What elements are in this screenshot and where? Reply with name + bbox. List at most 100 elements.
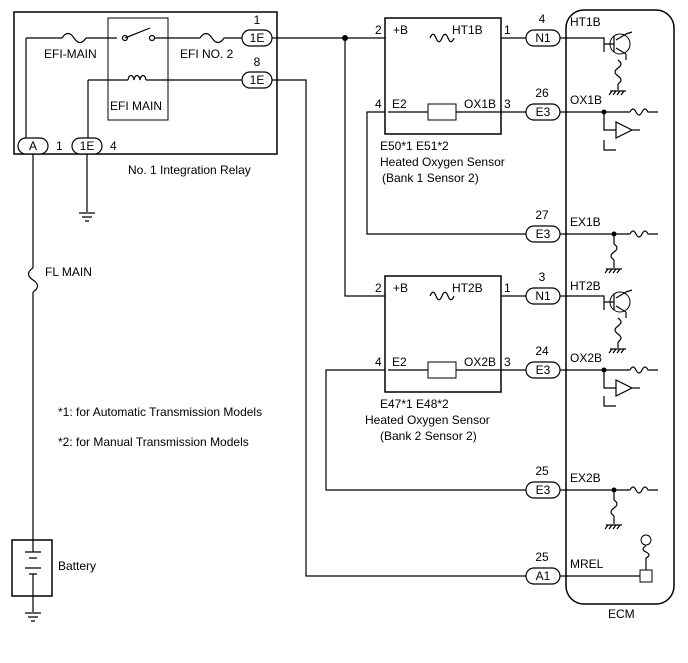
ecm-label: ECM bbox=[608, 607, 635, 621]
pin-number: 2 bbox=[375, 23, 382, 37]
ecm-row-mrel: 25 A1 MREL bbox=[525, 550, 604, 585]
resistor-icon bbox=[642, 545, 650, 559]
integration-relay-label: No. 1 Integration Relay bbox=[128, 163, 251, 177]
ground-icon bbox=[608, 342, 626, 354]
amplifier-icon bbox=[615, 379, 634, 397]
ecm-box bbox=[565, 9, 675, 605]
wire bbox=[603, 140, 616, 151]
resistor-icon bbox=[629, 486, 658, 494]
terminal-label: HT2B bbox=[452, 281, 483, 295]
ecm-row-ex2b: 25 E3 EX2B bbox=[525, 464, 601, 499]
pin-number: 25 bbox=[535, 464, 549, 478]
pin-number: 25 bbox=[535, 550, 549, 564]
resistor-icon bbox=[614, 59, 622, 85]
signal-label: OX1B bbox=[570, 93, 602, 107]
efi-no2-fuse-label: EFI NO. 2 bbox=[180, 47, 234, 61]
sensor1-name: Heated Oxygen Sensor bbox=[380, 155, 505, 169]
pin-number: 4 bbox=[539, 12, 546, 26]
ecm-row-ox2b: 24 E3 OX2B bbox=[525, 344, 602, 379]
ground-icon bbox=[604, 516, 622, 530]
pin-number: 3 bbox=[539, 270, 546, 284]
sensor-element-icon bbox=[427, 361, 457, 379]
ecm-row-ht1b: 4 N1 HT1B bbox=[525, 12, 601, 47]
efi-main-fuse-label: EFI-MAIN bbox=[44, 47, 97, 61]
connector-label: E3 bbox=[536, 227, 551, 241]
ground-icon bbox=[604, 260, 622, 274]
fl-main-fuse-icon bbox=[27, 267, 39, 293]
battery-box bbox=[11, 539, 53, 597]
pin-number: 24 bbox=[535, 344, 549, 358]
pin-number: 4 bbox=[375, 355, 382, 369]
sensor2-position: (Bank 2 Sensor 2) bbox=[380, 429, 477, 443]
pin-number: 1 bbox=[504, 23, 511, 37]
connector-label: E3 bbox=[536, 105, 551, 119]
transistor-icon bbox=[604, 291, 627, 313]
switch-contact-icon bbox=[148, 34, 156, 42]
terminal-label: HT1B bbox=[452, 23, 483, 37]
terminal-label: OX1B bbox=[464, 97, 496, 111]
sensor1-position: (Bank 1 Sensor 2) bbox=[382, 171, 479, 185]
resistor-icon bbox=[610, 243, 618, 261]
efi-main-relay-box bbox=[107, 17, 169, 121]
wire bbox=[603, 396, 616, 407]
wire bbox=[566, 295, 605, 310]
wire bbox=[625, 31, 633, 60]
signal-label: OX2B bbox=[570, 351, 602, 365]
sensor2-codes: E47*1 E48*2 bbox=[380, 397, 449, 411]
signal-label: MREL bbox=[570, 557, 604, 571]
terminal-label: +B bbox=[393, 281, 408, 295]
connector-label: E3 bbox=[536, 483, 551, 497]
terminal-label: E2 bbox=[392, 355, 407, 369]
wire bbox=[603, 370, 616, 389]
fl-main-label: FL MAIN bbox=[45, 265, 92, 279]
efi-no2-fuse-icon bbox=[199, 32, 225, 44]
connector-label: 1E bbox=[80, 139, 95, 153]
heater-icon bbox=[429, 291, 455, 301]
connector-label: A bbox=[29, 139, 37, 153]
note-automatic: *1: for Automatic Transmission Models bbox=[58, 405, 262, 419]
pin-number: 8 bbox=[254, 55, 261, 69]
ecm-row-ox1b: 26 E3 OX1B bbox=[525, 86, 602, 121]
ground-icon bbox=[79, 212, 95, 222]
ecm-row-ex1b: 27 E3 EX1B bbox=[525, 208, 601, 243]
pin-number: 4 bbox=[375, 97, 382, 111]
sensor1-codes: E50*1 E51*2 bbox=[380, 139, 449, 153]
efi-main-fuse-icon bbox=[61, 32, 87, 44]
connector-label: N1 bbox=[535, 289, 551, 303]
wire bbox=[366, 111, 526, 235]
battery-icon bbox=[25, 551, 41, 575]
wire bbox=[603, 112, 616, 131]
resistor-icon bbox=[629, 230, 658, 238]
pin-number: 4 bbox=[110, 139, 117, 153]
relay-switch-icon bbox=[124, 27, 151, 39]
wire bbox=[325, 369, 526, 491]
connector-label: 1E bbox=[250, 31, 265, 45]
connector-label: N1 bbox=[535, 31, 551, 45]
pin-number: 3 bbox=[504, 355, 511, 369]
signal-label: EX2B bbox=[570, 471, 601, 485]
pin-number: 1 bbox=[56, 139, 63, 153]
wire bbox=[625, 289, 633, 318]
sensor1-box bbox=[384, 17, 502, 135]
heater-icon bbox=[429, 33, 455, 43]
mrel-wire bbox=[272, 79, 526, 577]
terminal-label: +B bbox=[393, 23, 408, 37]
sensor-element-icon bbox=[427, 103, 457, 121]
integration-relay-box bbox=[13, 11, 278, 155]
battery-label: Battery bbox=[58, 559, 96, 573]
wire bbox=[344, 38, 385, 297]
pin-number: 3 bbox=[504, 97, 511, 111]
note-manual: *2: for Manual Transmission Models bbox=[58, 435, 249, 449]
transistor-icon bbox=[604, 33, 627, 55]
sensor2-box bbox=[384, 275, 502, 393]
signal-label: EX1B bbox=[570, 215, 601, 229]
pin-number: 27 bbox=[535, 208, 549, 222]
terminal-label: E2 bbox=[392, 97, 407, 111]
signal-label: HT1B bbox=[570, 15, 601, 29]
connector-label: 1E bbox=[250, 73, 265, 87]
connector-label: E3 bbox=[536, 363, 551, 377]
signal-label: HT2B bbox=[570, 279, 601, 293]
amplifier-icon bbox=[615, 121, 634, 139]
wire bbox=[566, 37, 605, 52]
